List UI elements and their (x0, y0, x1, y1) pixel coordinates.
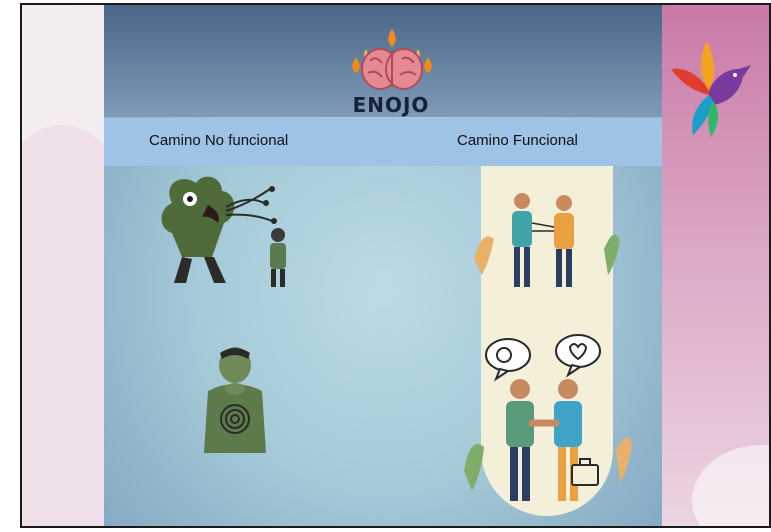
slide-content: ENOJO Camino No funcional Camino Funcion… (104, 5, 662, 526)
slide-title: ENOJO (352, 93, 430, 117)
dove-bird-icon (671, 41, 751, 137)
brain-flames-icon (352, 29, 432, 90)
handshake-illustration (464, 334, 632, 501)
left-column-label: Camino No funcional (149, 132, 289, 149)
column-header-band: Camino No funcional Camino Funcional (104, 118, 662, 166)
anxious-person-illustration (204, 347, 266, 453)
angry-monster-illustration (161, 176, 286, 287)
two-people-talking-illustration (474, 193, 620, 287)
right-column-label: Camino Funcional (457, 132, 578, 149)
slide-frame: ENOJO Camino No funcional Camino Funcion… (20, 3, 771, 528)
